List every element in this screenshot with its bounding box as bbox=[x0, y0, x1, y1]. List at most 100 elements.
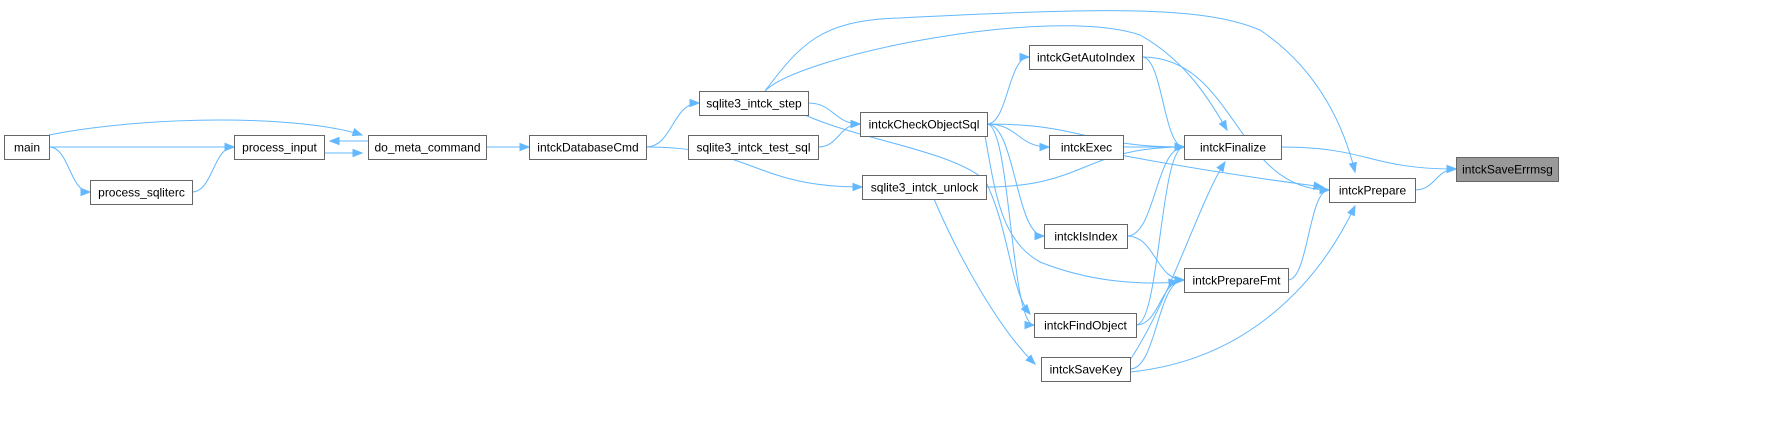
node-intckSaveKey[interactable]: intckSaveKey bbox=[1041, 357, 1131, 382]
node-process_input[interactable]: process_input bbox=[234, 135, 325, 160]
edge-line bbox=[1135, 146, 1185, 326]
node-box bbox=[1329, 178, 1416, 203]
node-sqlite3_intck_step[interactable]: sqlite3_intck_step bbox=[699, 91, 809, 116]
node-label: intckCheckObjectSql bbox=[869, 118, 980, 132]
edge-line bbox=[1287, 189, 1330, 281]
node-label: sqlite3_intck_test_sql bbox=[696, 141, 810, 155]
node-box bbox=[1034, 313, 1137, 338]
edge-sqlite3_intck_unlock-to-intckSaveKey bbox=[933, 198, 1036, 365]
node-label: intckFindObject bbox=[1044, 319, 1127, 333]
node-box bbox=[1456, 157, 1559, 182]
node-intckPrepareFmt[interactable]: intckPrepareFmt bbox=[1184, 268, 1289, 293]
edge-arrowhead bbox=[850, 119, 862, 129]
edge-intckGetAutoIndex-to-intckFinalize bbox=[1141, 56, 1186, 152]
node-box bbox=[862, 175, 987, 200]
node-label: intckFinalize bbox=[1200, 141, 1266, 155]
node-box bbox=[688, 135, 819, 160]
edge-arrowhead bbox=[1019, 52, 1031, 62]
node-label: intckExec bbox=[1061, 141, 1112, 155]
node-sqlite3_intck_test_sql[interactable]: sqlite3_intck_test_sql bbox=[688, 135, 819, 160]
edge-intckCheckObjectSql-to-intckGetAutoIndex bbox=[986, 52, 1031, 125]
edge-intckSaveKey-to-intckFinalize bbox=[1129, 160, 1226, 361]
node-box bbox=[860, 112, 988, 137]
edge-do_meta_command-to-process_input bbox=[328, 136, 368, 146]
edge-intckFinalize-to-intckSaveErrmsg bbox=[1280, 146, 1458, 174]
edge-arrowhead bbox=[1168, 278, 1180, 287]
node-box bbox=[234, 135, 325, 160]
node-label: intckSaveErrmsg bbox=[1462, 163, 1553, 177]
node-intckIsIndex[interactable]: intckIsIndex bbox=[1044, 224, 1128, 249]
node-box bbox=[1044, 224, 1128, 249]
edge-arrowhead bbox=[1025, 354, 1036, 365]
edge-arrowhead bbox=[519, 142, 531, 152]
node-box bbox=[90, 180, 193, 205]
edge-arrowhead bbox=[352, 148, 364, 158]
node-label: sqlite3_intck_step bbox=[706, 97, 802, 111]
node-label: process_sqliterc bbox=[98, 186, 185, 200]
edge-intckExec-to-intckPrepare bbox=[1119, 154, 1325, 190]
node-label: intckGetAutoIndex bbox=[1037, 51, 1135, 65]
node-intckSaveErrmsg: intckSaveErrmsg bbox=[1456, 157, 1559, 182]
node-intckFindObject[interactable]: intckFindObject bbox=[1034, 313, 1137, 338]
edge-line bbox=[191, 146, 235, 193]
node-intckFinalize[interactable]: intckFinalize bbox=[1184, 135, 1282, 160]
edge-line bbox=[1141, 56, 1185, 148]
edge-arrowhead bbox=[1216, 160, 1226, 173]
edge-arrowhead bbox=[1174, 142, 1186, 152]
node-do_meta_command[interactable]: do_meta_command bbox=[368, 135, 487, 160]
edge-arrowhead bbox=[1039, 142, 1051, 152]
node-intckDatabaseCmd[interactable]: intckDatabaseCmd bbox=[529, 135, 647, 160]
edge-line bbox=[764, 10, 1356, 173]
node-box bbox=[529, 135, 647, 160]
edge-intckFindObject-to-intckFinalize bbox=[1135, 142, 1186, 326]
node-main[interactable]: main bbox=[4, 135, 50, 160]
edge-line bbox=[804, 114, 1031, 315]
node-box bbox=[1184, 268, 1289, 293]
edge-arrowhead bbox=[80, 187, 92, 197]
edge-arrowhead bbox=[689, 98, 701, 108]
edge-line bbox=[48, 146, 91, 193]
edge-arrowhead bbox=[1347, 204, 1356, 217]
node-intckGetAutoIndex[interactable]: intckGetAutoIndex bbox=[1029, 45, 1143, 70]
edge-line bbox=[1119, 154, 1324, 188]
edge-intckDatabaseCmd-to-sqlite3_intck_unlock bbox=[645, 146, 864, 192]
edge-intckPrepare-to-intckSaveErrmsg bbox=[1414, 164, 1458, 191]
node-box bbox=[1029, 45, 1143, 70]
edge-process_sqliterc-to-process_input bbox=[191, 142, 236, 193]
edge-line bbox=[1126, 146, 1185, 237]
edge-sqlite3_intck_step-to-intckFinalize bbox=[764, 25, 1228, 132]
node-intckPrepare[interactable]: intckPrepare bbox=[1329, 178, 1416, 203]
edge-sqlite3_intck_step-to-intckFindObject bbox=[804, 114, 1031, 316]
edge-line bbox=[645, 146, 863, 188]
edge-main-to-do_meta_command bbox=[48, 119, 364, 137]
node-label: intckPrepare bbox=[1339, 184, 1407, 198]
edge-line bbox=[985, 146, 1185, 188]
edge-intckSaveKey-to-intckPrepare bbox=[1129, 204, 1356, 373]
edge-line bbox=[986, 123, 1035, 326]
edge-sqlite3_intck_step-to-intckPrepare bbox=[764, 10, 1357, 174]
edge-intckCheckObjectSql-to-intckFindObject bbox=[986, 123, 1036, 330]
node-label: main bbox=[14, 141, 40, 155]
node-sqlite3_intck_unlock[interactable]: sqlite3_intck_unlock bbox=[862, 175, 987, 200]
edge-arrowhead bbox=[1446, 164, 1458, 174]
edge-arrowhead bbox=[1218, 119, 1228, 132]
edge-line bbox=[933, 198, 1036, 365]
edge-line bbox=[1129, 161, 1226, 361]
edge-intckSaveKey-to-intckPrepareFmt bbox=[1129, 275, 1186, 370]
edge-line bbox=[986, 56, 1030, 125]
edge-line bbox=[1129, 205, 1356, 373]
edge-sqlite3_intck_unlock-to-intckFinalize bbox=[985, 142, 1186, 188]
node-process_sqliterc[interactable]: process_sqliterc bbox=[90, 180, 193, 205]
edge-line bbox=[1141, 56, 1330, 191]
edge-arrowhead bbox=[1034, 231, 1046, 241]
graph-edges bbox=[48, 10, 1458, 373]
edge-arrowhead bbox=[328, 136, 340, 146]
edge-intckPrepareFmt-to-intckPrepare bbox=[1287, 185, 1331, 281]
edge-line bbox=[986, 123, 1045, 237]
edge-arrowhead bbox=[351, 128, 364, 137]
edge-do_meta_command-to-intckDatabaseCmd bbox=[486, 142, 531, 152]
edge-arrowhead bbox=[1174, 275, 1186, 285]
node-intckExec[interactable]: intckExec bbox=[1049, 135, 1124, 160]
node-intckCheckObjectSql[interactable]: intckCheckObjectSql bbox=[860, 112, 988, 137]
